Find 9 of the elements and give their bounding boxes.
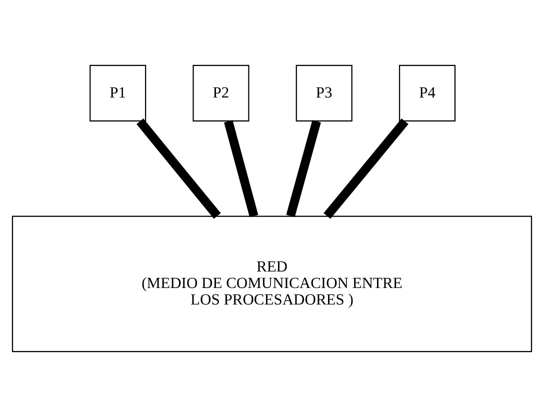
connector: [136, 118, 221, 218]
node-box: RED (MEDIO DE COMUNICACION ENTRE LOS PROCESADORES ): [12, 215, 532, 352]
node-box: P4: [398, 64, 456, 121]
connector: [324, 118, 408, 218]
connector: [286, 120, 321, 217]
node-box: P3: [296, 64, 352, 121]
connector: [224, 120, 258, 217]
node-box: P2: [192, 64, 250, 121]
node-box: P1: [90, 64, 146, 121]
